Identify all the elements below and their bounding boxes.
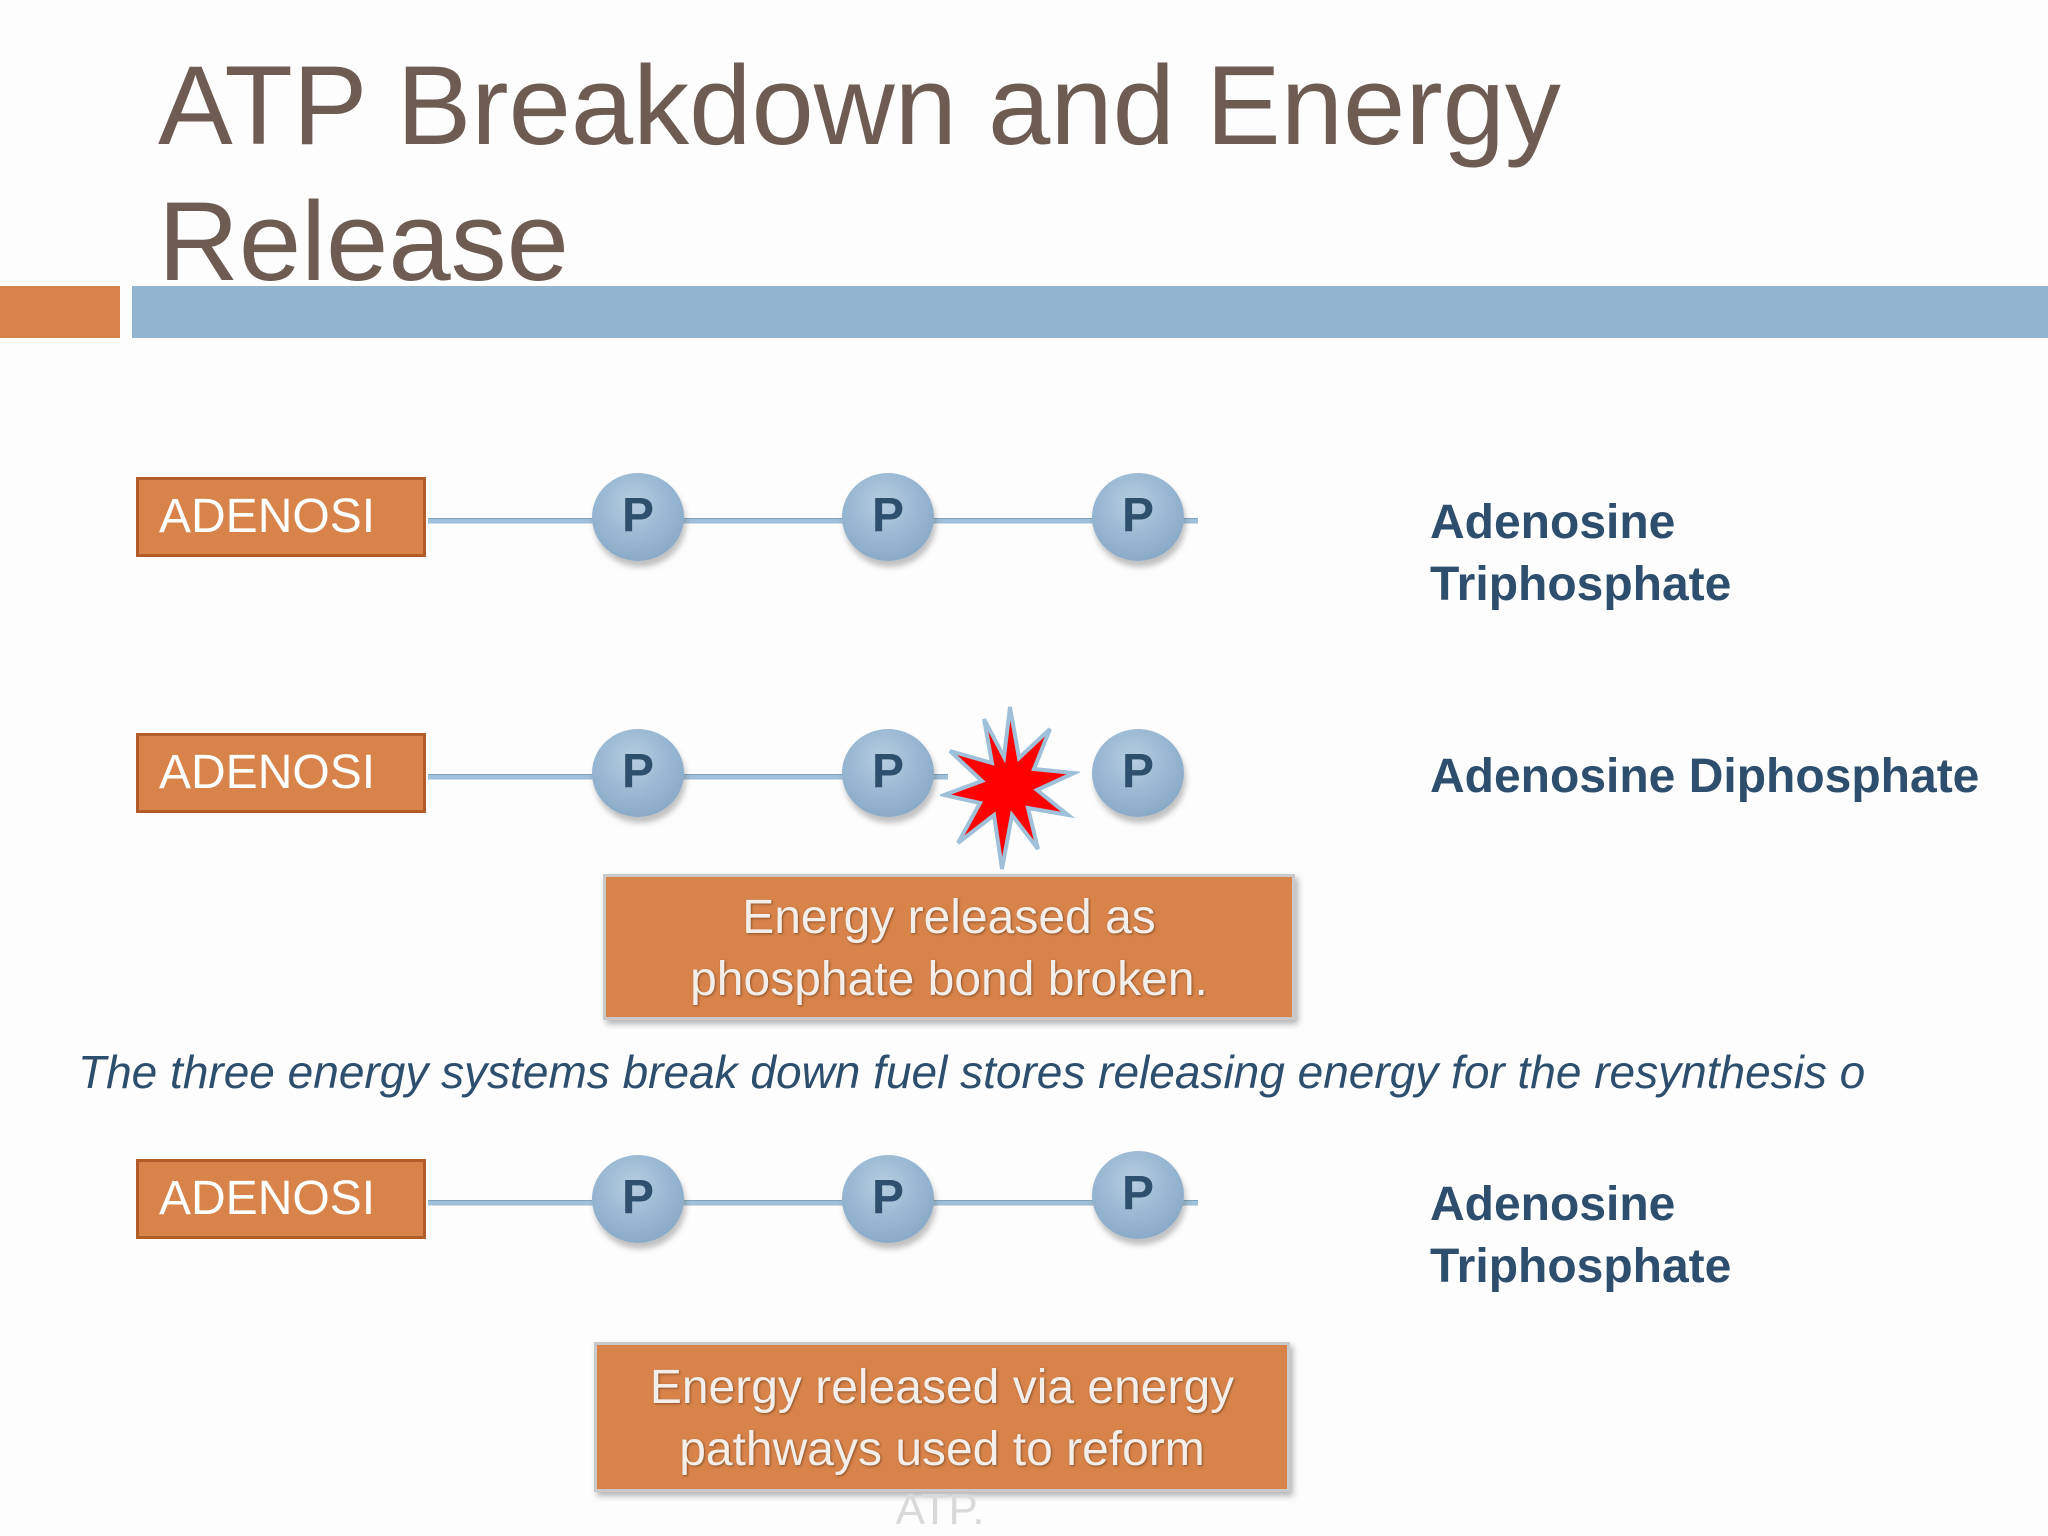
molecule-label-atp-reformed: Adenosine Triphosphate — [1430, 1174, 1731, 1298]
molecule-label-line1: Adenosine — [1430, 496, 1676, 549]
atp-row-2: ADENOSI P P P — [0, 1143, 2048, 1263]
energy-note-line2: pathways used to reform — [679, 1423, 1205, 1476]
phosphate-3: P — [1092, 1151, 1184, 1239]
energy-systems-caption: The three energy systems break down fuel… — [78, 1046, 1866, 1098]
molecule-label-adp: Adenosine Diphosphate — [1430, 746, 1979, 808]
phosphate-bond — [428, 518, 1198, 524]
energy-note-bond-broken: Energy released as phosphate bond broken… — [603, 874, 1295, 1020]
molecule-label-line1: Adenosine — [1430, 1178, 1676, 1231]
phosphate-1: P — [592, 1155, 684, 1243]
phosphate-3: P — [1092, 729, 1184, 817]
phosphate-bond — [428, 1200, 1198, 1206]
phosphate-2: P — [842, 729, 934, 817]
phosphate-3: P — [1092, 473, 1184, 561]
adenosine-box: ADENOSI — [136, 1159, 426, 1239]
slide-title: ATP Breakdown and Energy Release — [158, 43, 1561, 304]
energy-note-line1: Energy released via energy — [649, 1361, 1235, 1414]
molecule-label-atp: Adenosine Triphosphate — [1430, 492, 1731, 616]
phosphate-2: P — [842, 1155, 934, 1243]
energy-note-line2: phosphate bond broken. — [690, 953, 1208, 1006]
molecule-label-line1: Adenosine Diphosphate — [1430, 750, 1980, 803]
energy-note-pathways: Energy released via energy pathways used… — [594, 1342, 1290, 1492]
adp-row: ADENOSI P P P — [0, 717, 2048, 837]
energy-note-line1: Energy released as — [742, 891, 1156, 944]
molecule-label-line2: Triphosphate — [1430, 558, 1732, 611]
starburst-shape — [940, 706, 1080, 870]
phosphate-2: P — [842, 473, 934, 561]
atp-row-1: ADENOSI P P P — [0, 461, 2048, 581]
title-rule-orange — [0, 286, 120, 338]
title-rule-blue — [132, 286, 2048, 338]
adenosine-box: ADENOSI — [136, 477, 426, 557]
phosphate-1: P — [592, 473, 684, 561]
phosphate-bond — [428, 774, 948, 780]
molecule-label-line2: Triphosphate — [1430, 1240, 1732, 1293]
phosphate-1: P — [592, 729, 684, 817]
energy-note-overflow-line: ATP. — [895, 1485, 985, 1534]
adenosine-box: ADENOSI — [136, 733, 426, 813]
red-starburst-icon — [940, 706, 1080, 870]
